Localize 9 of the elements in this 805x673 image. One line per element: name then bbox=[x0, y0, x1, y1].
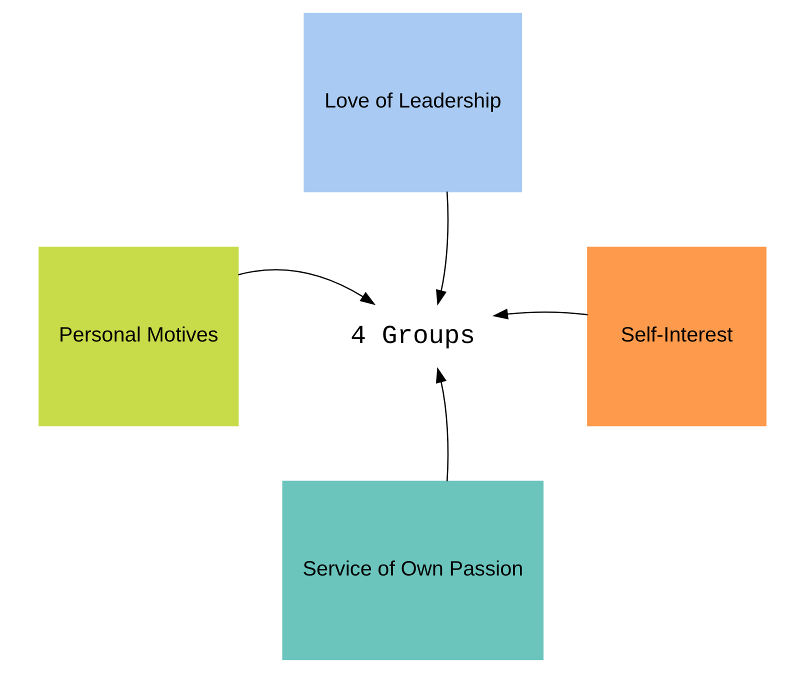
node-box: Self-Interest bbox=[587, 246, 766, 426]
node-text: 4 Groups bbox=[350, 321, 476, 351]
node-box: Personal Motives bbox=[38, 246, 239, 426]
node-box: Love of Leadership bbox=[304, 12, 522, 192]
node-box: Service of Own Passion bbox=[282, 480, 544, 660]
arrow bbox=[492, 308, 588, 320]
arrow bbox=[436, 192, 449, 306]
arrow bbox=[436, 367, 449, 482]
arrow bbox=[238, 269, 376, 306]
